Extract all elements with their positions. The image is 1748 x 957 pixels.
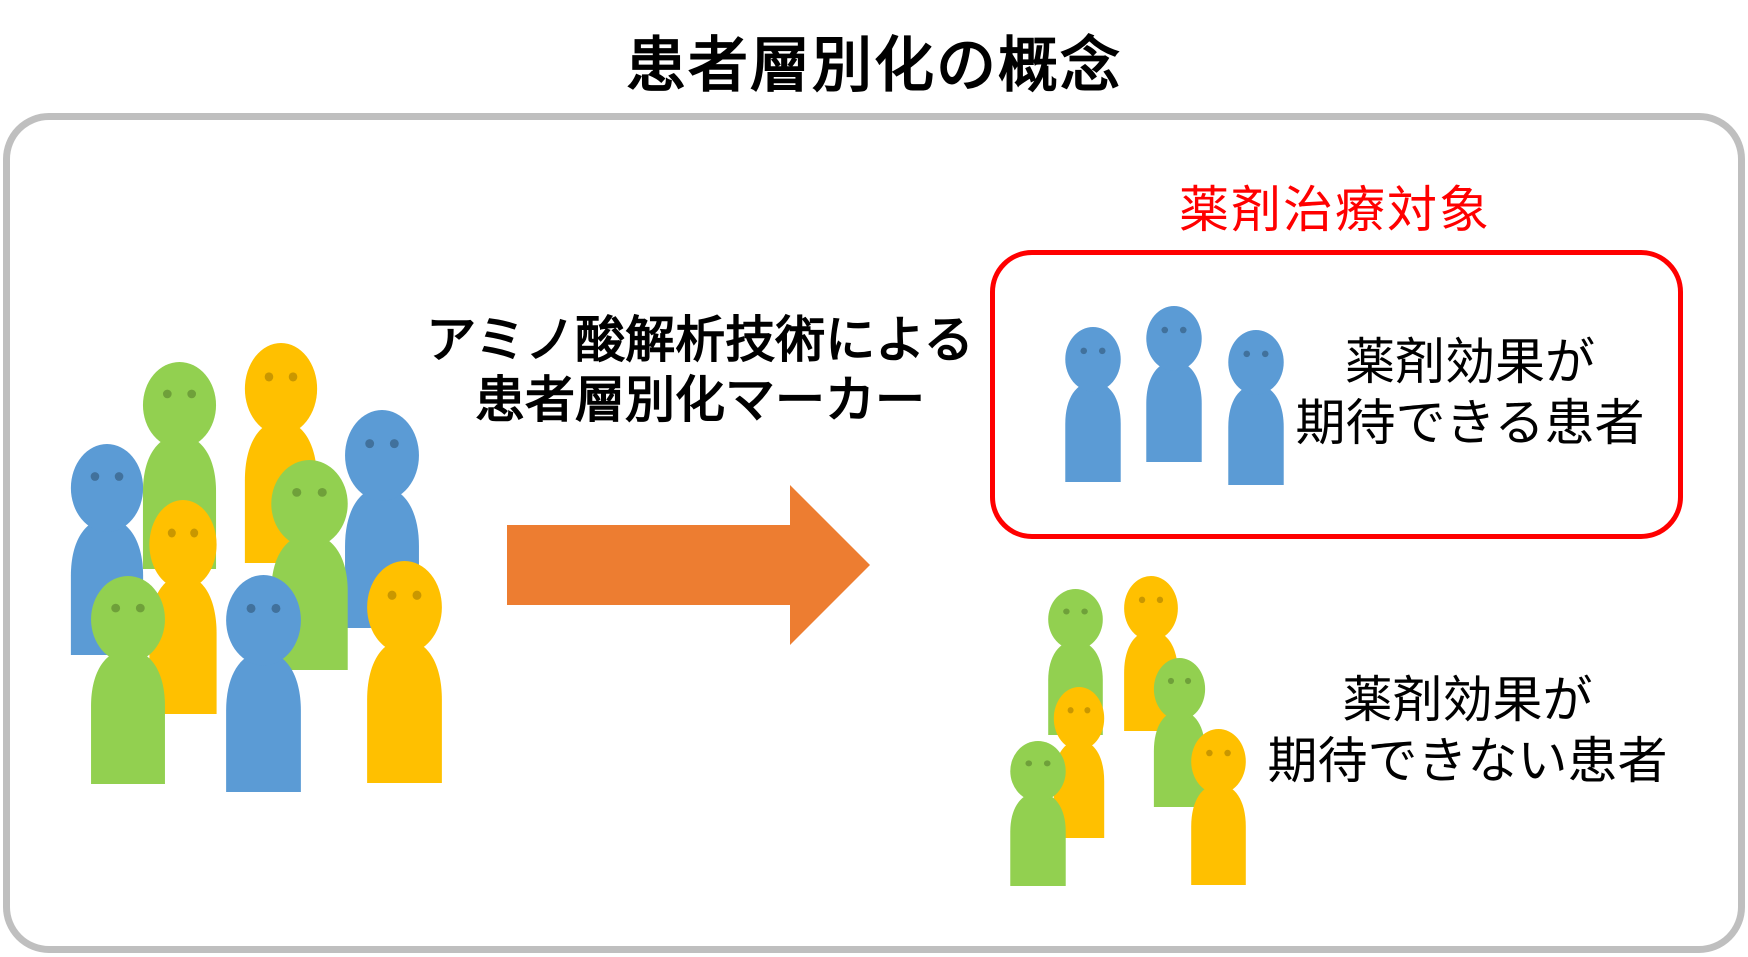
- person-blue-icon: [1223, 330, 1289, 485]
- responders-box: [990, 250, 1683, 539]
- person-blue-icon: [1060, 327, 1126, 482]
- person-green-icon: [84, 576, 172, 784]
- stratification-marker-caption: アミノ酸解析技術による 患者層別化マーカー: [410, 310, 990, 430]
- diagram-title: 患者層別化の概念: [626, 31, 1122, 101]
- person-green-icon: [1005, 741, 1071, 886]
- marker-caption-line-1: アミノ酸解析技術による: [426, 311, 974, 369]
- non-responders-label-line-2: 期待できない患者: [1267, 732, 1668, 790]
- right-arrow-icon: [507, 485, 870, 645]
- non-responders-label-line-1: 薬剤効果が: [1342, 671, 1593, 729]
- person-blue-icon: [219, 575, 308, 792]
- responders-label-line-1: 薬剤効果が: [1345, 333, 1595, 391]
- marker-caption-line-2: 患者層別化マーカー: [475, 371, 925, 429]
- person-blue-icon: [1141, 306, 1207, 462]
- person-yellow-icon: [1049, 687, 1109, 838]
- person-yellow-icon: [143, 500, 223, 714]
- person-yellow-icon: [360, 561, 449, 783]
- arrow-shape: [507, 485, 870, 645]
- drug-treatment-target-heading: 薬剤治療対象: [1179, 181, 1491, 239]
- non-responders-label: 薬剤効果が 期待できない患者: [1255, 670, 1680, 792]
- outer-frame: [3, 113, 1745, 953]
- person-green-icon: [1149, 658, 1210, 807]
- responders-label-line-2: 期待できる患者: [1295, 394, 1645, 452]
- responders-label: 薬剤効果が 期待できる患者: [1270, 332, 1670, 454]
- person-yellow-icon: [1186, 729, 1251, 885]
